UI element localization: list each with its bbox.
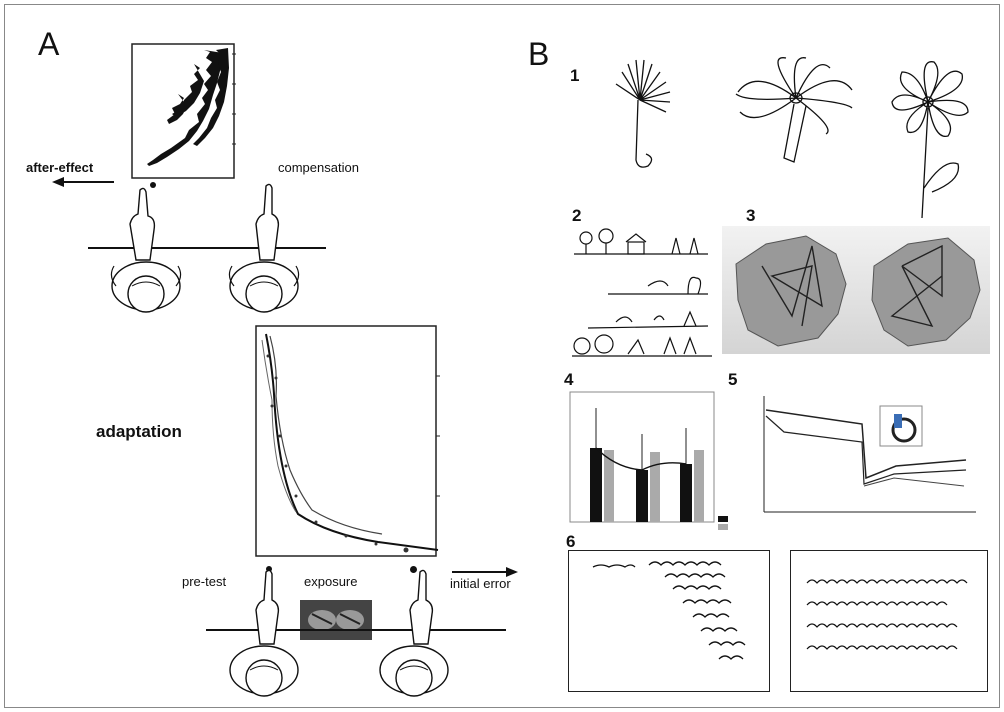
subject-after-effect-icon (88, 186, 208, 316)
subpanel-1-label: 1 (570, 66, 579, 86)
subpanel-6-label: 6 (566, 532, 575, 552)
scene-copy-drawing (568, 224, 718, 364)
adaptation-plot (256, 326, 436, 562)
subject-initial-error-icon (356, 568, 476, 708)
flower-drawing-3 (888, 58, 974, 224)
subpanel-3-label: 3 (746, 206, 755, 226)
writing-sample-left (568, 550, 770, 692)
compensation-label: compensation (278, 160, 359, 175)
handwriting-right (791, 551, 987, 691)
flower-drawing-1 (612, 56, 682, 178)
subpanel-4-label: 4 (564, 370, 573, 390)
after-effect-label: after-effect (26, 160, 93, 175)
bar-chart-small (560, 388, 746, 540)
adaptation-label: adaptation (96, 422, 182, 442)
line-chart-small (754, 386, 988, 532)
france-map-cancellation (722, 226, 990, 354)
flower-drawing-2 (732, 54, 862, 166)
subject-compensation-icon (206, 186, 326, 316)
writing-sample-right (790, 550, 988, 692)
subpanel-2-label: 2 (572, 206, 581, 226)
handwriting-left (569, 551, 769, 691)
subpanel-5-label: 5 (728, 370, 737, 390)
panel-a-letter: A (38, 26, 59, 63)
after-effect-plot (132, 44, 234, 178)
panel-b-letter: B (528, 36, 549, 73)
subject-pre-test-icon (206, 568, 326, 708)
